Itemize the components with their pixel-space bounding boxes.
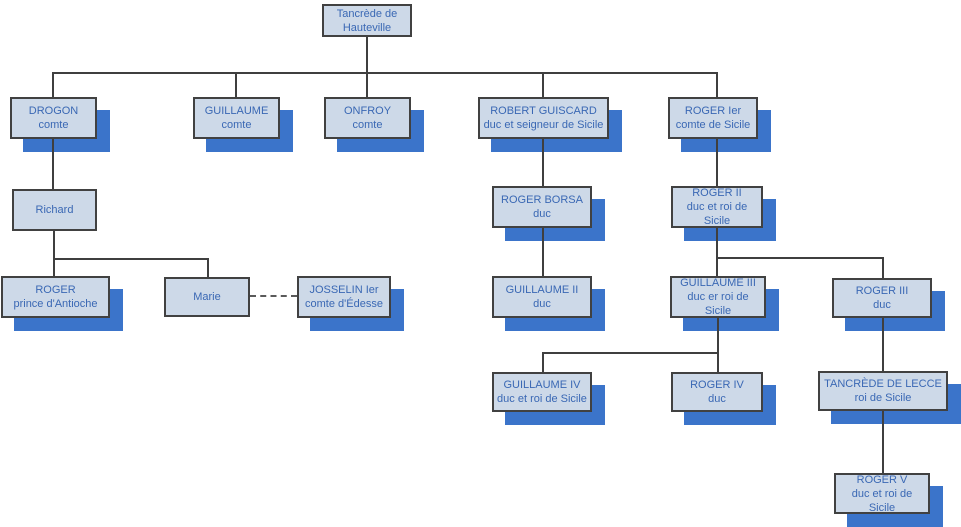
node-role: comte <box>221 119 252 131</box>
node-guillaume-4: GUILLAUME IV duc et roi de Sicile <box>492 372 592 412</box>
connector-drop-roger-1er <box>716 72 718 97</box>
connector-guillaume-3-children-bus <box>542 352 719 354</box>
node-name: DROGON <box>28 105 79 117</box>
node-name: ROGER III <box>855 285 909 297</box>
connector-drop-roger-4 <box>717 352 719 372</box>
connector-marie-josselin-marriage <box>250 295 297 297</box>
node-role: comte de Sicile <box>675 119 751 131</box>
node-name: ONFROY <box>343 105 392 117</box>
connector-robert-roger-borsa <box>542 139 544 186</box>
node-roger-borsa: ROGER BORSA duc <box>492 186 592 228</box>
connector-drop-marie <box>207 258 209 277</box>
node-roger-4: ROGER IV duc <box>671 372 763 412</box>
node-role: duc et seigneur de Sicile <box>483 119 604 131</box>
node-tancrede-de-hauteville: Tancrède de Hauteville <box>322 4 412 37</box>
connector-tancrede-children-bus <box>52 72 718 74</box>
node-roger-1er: ROGER Ier comte de Sicile <box>668 97 758 139</box>
node-marie: Marie <box>164 277 250 317</box>
node-roger-3: ROGER III duc <box>832 278 932 318</box>
connector-richard-stem <box>53 231 55 260</box>
connector-drop-guillaume <box>235 72 237 97</box>
node-name: ROGER BORSA <box>501 194 583 206</box>
node-name: ROGER IV <box>690 379 744 391</box>
node-role: duc <box>533 208 551 220</box>
node-robert-guiscard: ROBERT GUISCARD duc et seigneur de Sicil… <box>478 97 609 139</box>
connector-drop-onfroy <box>366 72 368 97</box>
connector-drogon-richard <box>52 139 54 189</box>
node-onfroy: ONFROY comte <box>324 97 411 139</box>
node-role: prince d'Antioche <box>13 298 98 310</box>
connector-drop-drogon <box>52 72 54 97</box>
node-role: roi de Sicile <box>854 392 912 404</box>
node-name: ROGER V <box>856 473 908 486</box>
connector-roger-2-children-bus <box>716 257 884 259</box>
connector-drop-guillaume-4 <box>542 352 544 372</box>
connector-richard-children-bus <box>53 258 209 260</box>
node-tancrede-de-lecce: TANCRÈDE DE LECCE roi de Sicile <box>818 371 948 411</box>
connector-roger-2-guillaume-3 <box>716 228 718 276</box>
connector-tancrede-lecce-roger-5 <box>882 411 884 473</box>
node-role: duc et roi de Sicile <box>497 393 587 405</box>
connector-tancrede-stem <box>366 37 368 73</box>
node-role: duc et roi de Sicile <box>851 487 913 514</box>
node-josselin-1er: JOSSELIN Ier comte d'Édesse <box>297 276 391 318</box>
node-name: ROBERT GUISCARD <box>490 105 597 117</box>
node-name: ROGER Ier <box>684 105 742 117</box>
node-guillaume-3: GUILLAUME III duc er roi de Sicile <box>670 276 766 318</box>
node-role: comte <box>352 119 383 131</box>
node-name: Tancrède de Hauteville <box>336 7 398 34</box>
node-name: JOSSELIN Ier <box>309 284 379 296</box>
node-name: Marie <box>193 291 221 303</box>
node-name: GUILLAUME III <box>680 277 756 289</box>
node-name: GUILLAUME IV <box>503 379 581 391</box>
connector-drop-robert-guiscard <box>542 72 544 97</box>
node-roger-2: ROGER II duc et roi de Sicile <box>671 186 763 228</box>
node-role: comte d'Édesse <box>305 298 383 310</box>
node-name: GUILLAUME <box>204 105 269 117</box>
node-name: GUILLAUME II <box>505 284 579 296</box>
connector-drop-roger-antioche <box>53 258 55 276</box>
node-roger-antioche: ROGER prince d'Antioche <box>1 276 110 318</box>
connector-roger-3-tancrede-lecce <box>882 318 884 371</box>
node-richard: Richard <box>12 189 97 231</box>
node-role: duc <box>533 298 551 310</box>
node-role: comte <box>38 119 69 131</box>
node-drogon: DROGON comte <box>10 97 97 139</box>
node-name: ROGER <box>35 284 76 296</box>
node-name: Richard <box>35 204 74 216</box>
connector-guillaume-3-stem <box>717 318 719 354</box>
node-role: duc <box>708 393 726 405</box>
connector-roger-1er-roger-2 <box>716 139 718 186</box>
node-guillaume-2: GUILLAUME II duc <box>492 276 592 318</box>
node-role: duc er roi de Sicile <box>687 291 749 317</box>
node-guillaume: GUILLAUME comte <box>193 97 280 139</box>
node-roger-5: ROGER V duc et roi de Sicile <box>834 473 930 514</box>
connector-roger-borsa-guillaume-2 <box>542 228 544 276</box>
node-role: duc <box>873 299 891 311</box>
node-role: duc et roi de Sicile <box>686 201 748 227</box>
connector-drop-roger-3 <box>882 257 884 278</box>
node-name: ROGER II <box>692 187 742 199</box>
node-name: TANCRÈDE DE LECCE <box>824 378 942 390</box>
